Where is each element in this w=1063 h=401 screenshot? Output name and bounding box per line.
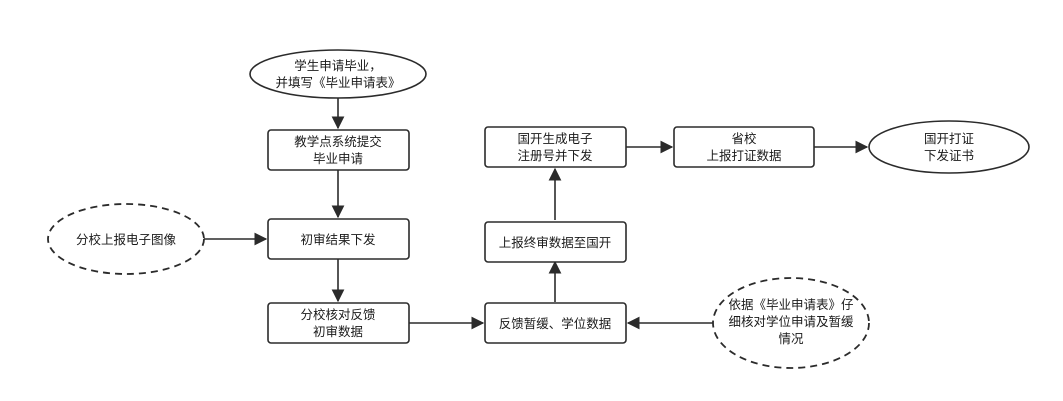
node-branch-verify-line1: 分校核对反馈 [300,307,375,322]
node-branch-upload: 分校上报电子图像 [47,203,205,275]
node-branch-upload-line1: 分校上报电子图像 [76,232,177,247]
node-student-apply: 学生申请毕业， 并填写《毕业申请表》 [249,49,427,99]
node-teaching-point-submit-line1: 教学点系统提交 [294,134,382,149]
node-teaching-point-submit: 教学点系统提交 毕业申请 [267,129,410,171]
node-generate-reg-line2: 注册号并下发 [517,148,593,163]
node-teaching-point-submit-line2: 毕业申请 [313,151,363,166]
node-verify-by-form: 依据《毕业申请表》仔 细核对学位申请及暂缓 情况 [712,277,870,369]
node-issue-cert-line2: 下发证书 [924,148,974,163]
node-student-apply-line2: 并填写《毕业申请表》 [275,75,400,90]
node-branch-verify-line2: 初审数据 [313,324,363,339]
node-report-final-line1: 上报终审数据至国开 [499,235,612,250]
node-verify-by-form-line1: 依据《毕业申请表》仔 [728,297,853,312]
node-issue-cert-line1: 国开打证 [924,131,975,146]
node-feedback-data: 反馈暂缓、学位数据 [484,302,627,344]
node-report-final: 上报终审数据至国开 [484,221,627,263]
node-verify-by-form-line3: 情况 [778,331,804,346]
node-province-report-line1: 省校 [731,131,757,146]
node-verify-by-form-line2: 细核对学位申请及暂缓 [728,314,854,329]
node-preliminary-result-line1: 初审结果下发 [300,232,376,247]
node-issue-cert: 国开打证 下发证书 [868,120,1030,174]
node-province-report-line2: 上报打证数据 [706,148,781,163]
node-generate-reg: 国开生成电子 注册号并下发 [484,126,627,168]
node-branch-verify: 分校核对反馈 初审数据 [267,302,410,344]
node-generate-reg-line1: 国开生成电子 [517,131,592,146]
node-student-apply-line1: 学生申请毕业， [294,58,382,73]
edges [204,98,869,330]
node-preliminary-result: 初审结果下发 [267,218,410,260]
node-feedback-data-line1: 反馈暂缓、学位数据 [499,316,612,331]
node-province-report: 省校 上报打证数据 [673,126,815,168]
